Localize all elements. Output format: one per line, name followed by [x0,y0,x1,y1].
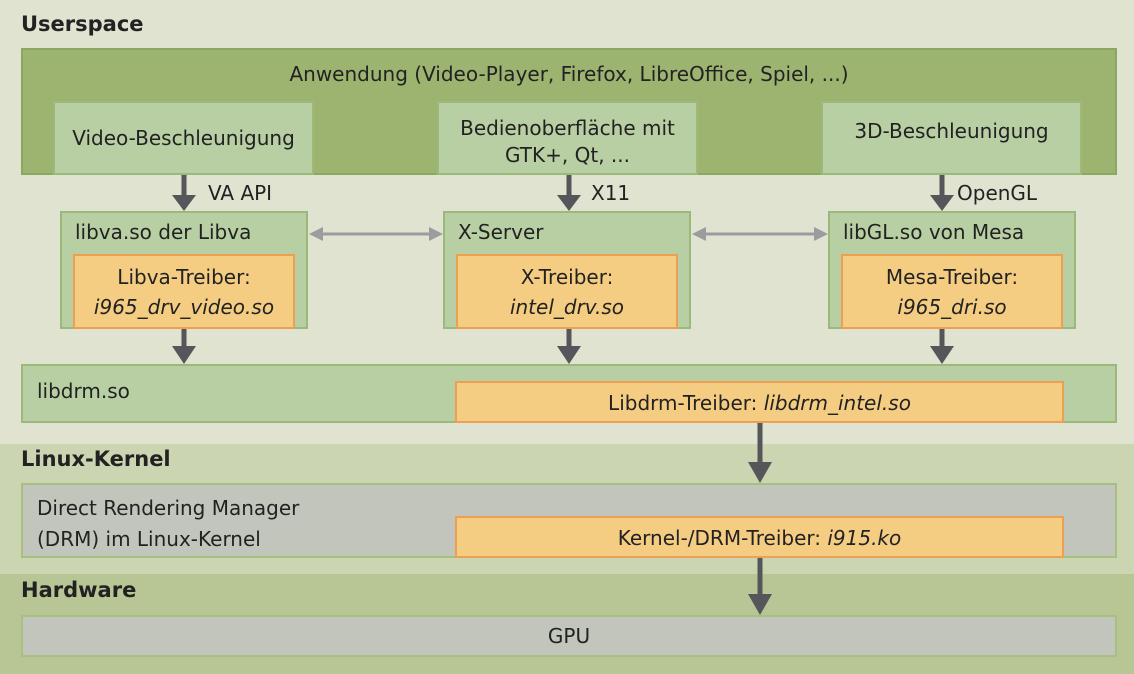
arrow-drm-to-gpu [748,558,772,615]
gpu-label: GPU [547,624,591,648]
arrow-xserver-to-libdrm [557,329,581,364]
mesa-driver-label: Mesa-Treiber: [885,265,1019,289]
arrow-down-opengl [930,175,954,211]
hardware-title: Hardware [21,578,137,602]
kernel-title: Linux-Kernel [21,447,171,471]
video-acceleration-box: Video-Beschleunigung [53,101,314,175]
xserver-driver-label: X-Treiber: [520,265,614,289]
libva-driver-file: i965_drv_video.so [93,295,275,319]
x11-label: X11 [591,181,631,205]
drm-driver-label: Kernel-/DRM-Treiber: [617,526,828,550]
xserver-driver-file: intel_drv.so [509,295,625,319]
libva-title: libva.so der Libva [75,220,252,244]
ui-toolkit-line2: GTK+, Qt, ... [505,143,630,167]
libdrm-driver-file: libdrm_intel.so [763,391,911,415]
libdrm-title: libdrm.so [37,379,130,403]
application-title: Anwendung (Video-Player, Firefox, LibreO… [289,62,849,86]
drm-driver-file: i915.ko [827,526,902,550]
video-acceleration-label: Video-Beschleunigung [72,126,295,150]
arrow-mesa-to-libdrm [930,329,954,364]
libdrm-driver-label: Libdrm-Treiber: [608,391,764,415]
userspace-title: Userspace [21,12,144,36]
mesa-driver-box: Mesa-Treiber: i965_dri.so [841,254,1063,329]
libva-driver-label: Libva-Treiber: [117,265,251,289]
arrow-libva-to-libdrm [172,329,196,364]
libdrm-driver-box: Libdrm-Treiber: libdrm_intel.so [455,381,1064,423]
drm-line2: (DRM) im Linux-Kernel [37,527,261,551]
arrow-xserver-mesa-bidirectional [692,227,828,241]
ui-toolkit-box: Bedienoberfläche mit GTK+, Qt, ... [437,101,698,175]
3d-acceleration-box: 3D-Beschleunigung [821,101,1082,175]
ui-toolkit-line1: Bedienoberfläche mit [460,116,675,140]
arrow-down-x11 [557,175,581,211]
drm-driver-box: Kernel-/DRM-Treiber: i915.ko [455,516,1064,558]
arrow-down-va [172,175,196,211]
mesa-title: libGL.so von Mesa [843,220,1025,244]
gpu-box: GPU [21,615,1117,657]
libva-driver-box: Libva-Treiber: i965_drv_video.so [73,254,295,329]
mesa-driver-file: i965_dri.so [897,295,1007,319]
xserver-title: X-Server [458,220,544,244]
3d-acceleration-label: 3D-Beschleunigung [854,119,1049,143]
xserver-driver-box: X-Treiber: intel_drv.so [456,254,678,329]
opengl-label: OpenGL [957,181,1038,205]
drm-line1: Direct Rendering Manager [37,496,300,520]
arrow-libva-xserver-bidirectional [309,227,443,241]
va-api-label: VA API [208,181,273,205]
arrow-libdrm-to-drm [748,423,772,483]
